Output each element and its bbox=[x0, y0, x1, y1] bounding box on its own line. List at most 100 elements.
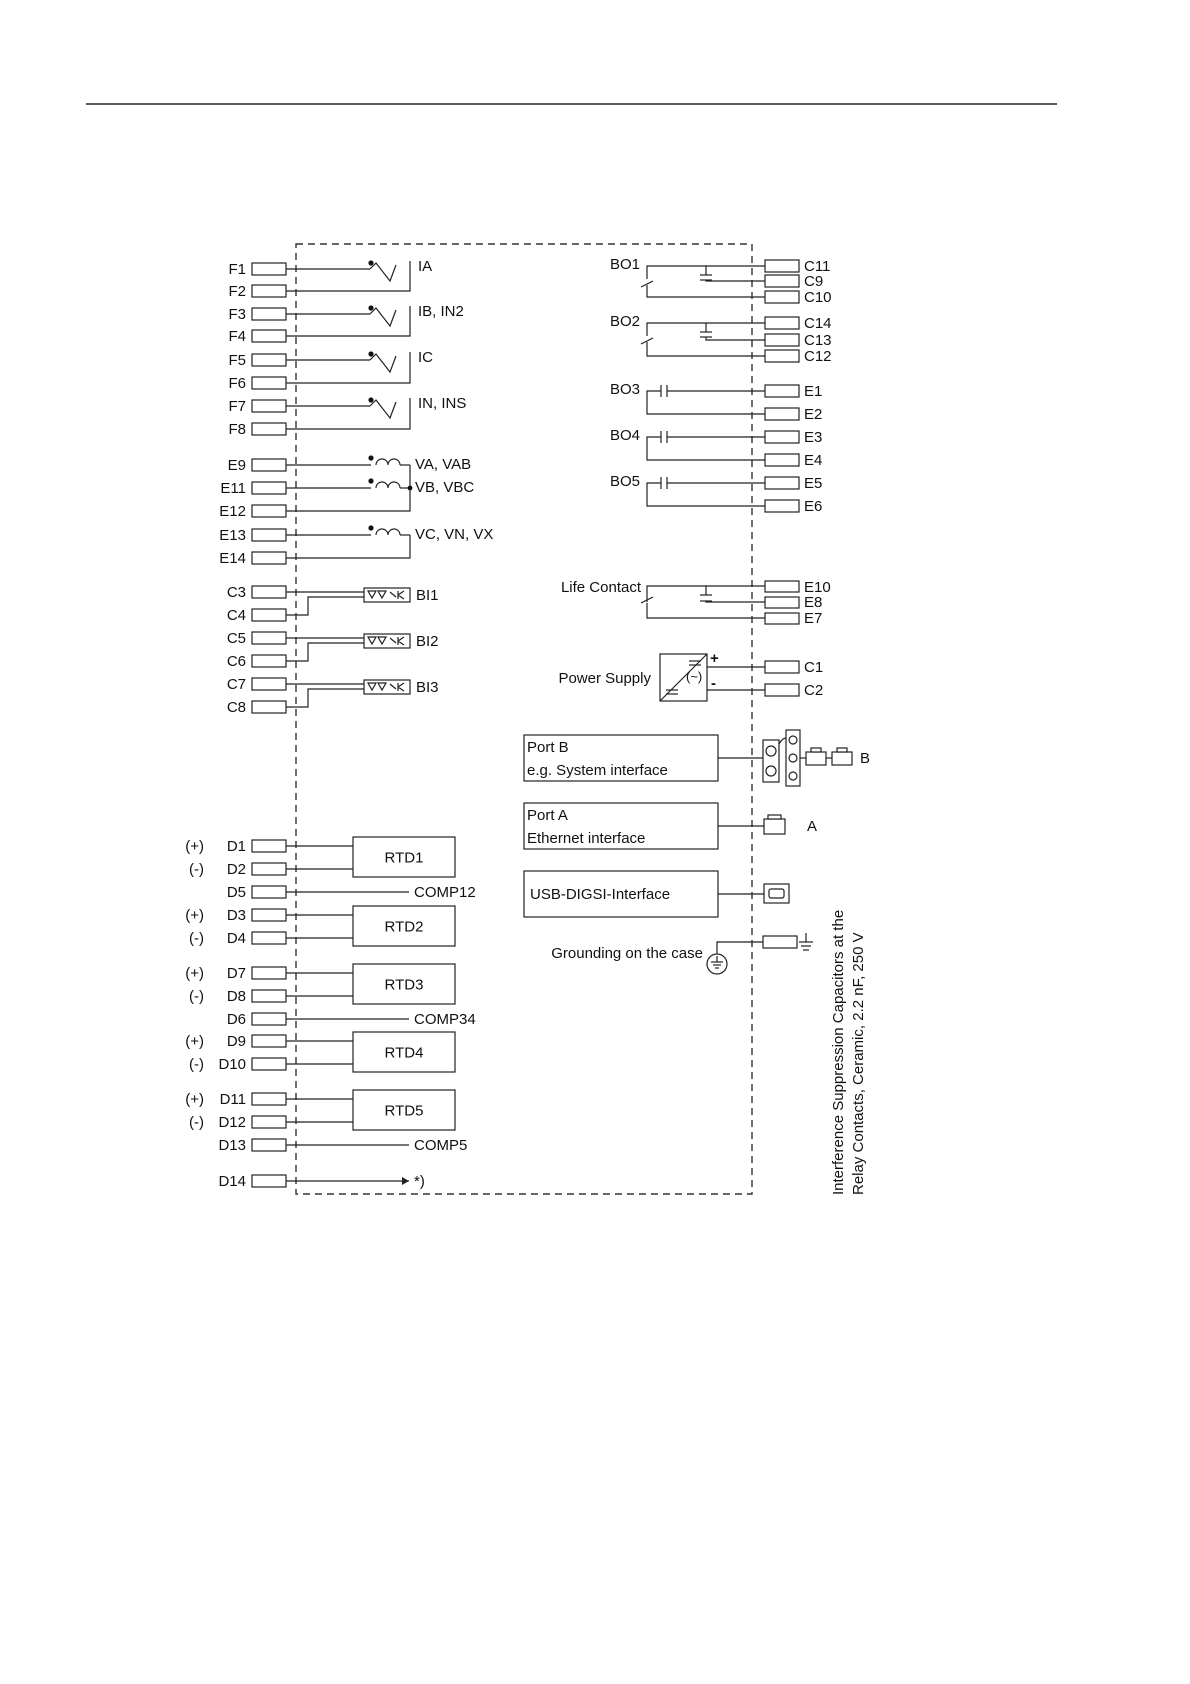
terminal-label-D2: D2 bbox=[227, 861, 246, 878]
port-b-title: Port B bbox=[527, 739, 569, 756]
power-supply-label: Power Supply bbox=[558, 670, 651, 687]
terminal-E14 bbox=[251, 551, 287, 565]
terminal-label-E7: E7 bbox=[804, 610, 822, 627]
terminal-label-D7: D7 bbox=[227, 965, 246, 982]
polarity-dot bbox=[368, 397, 374, 403]
wire bbox=[705, 337, 765, 341]
terminal-E4 bbox=[764, 453, 800, 467]
polarity-dot bbox=[368, 455, 374, 461]
fiber-optic-connector-icon bbox=[762, 729, 853, 787]
port-b: Port B e.g. System interface B bbox=[523, 729, 870, 787]
voltage-transformer-icon bbox=[375, 528, 401, 536]
wire bbox=[286, 596, 364, 616]
side-note: Interference Suppression Capacitors at t… bbox=[830, 910, 867, 1195]
terminal-E1 bbox=[764, 384, 800, 398]
terminal-D2 bbox=[251, 862, 287, 876]
binary-output-bo1: BO1 bbox=[610, 256, 640, 273]
terminal-F2 bbox=[251, 284, 287, 298]
terminal-C10 bbox=[764, 290, 800, 304]
life-contact-label: Life Contact bbox=[561, 579, 642, 596]
rtd-box-rtd5 bbox=[352, 1089, 456, 1131]
wire bbox=[286, 535, 411, 559]
binary-output-bo2: BO2 bbox=[610, 313, 640, 330]
left-terminal-group: F1F2F3F4F5F6F7F8E9E11E12E13E14C3C4C5C6C7… bbox=[185, 261, 287, 1190]
usb-box bbox=[523, 870, 719, 918]
comp-label-comp12: COMP12 bbox=[414, 884, 476, 901]
polarity-dot bbox=[368, 478, 374, 484]
power-supply: Power Supply (~) + - C1 C2 bbox=[558, 650, 823, 702]
terminal-label-E6: E6 bbox=[804, 498, 822, 515]
wire bbox=[286, 306, 411, 337]
terminal-label-D4: D4 bbox=[227, 930, 246, 947]
terminal-label-E8: E8 bbox=[804, 594, 822, 611]
voltage-input-va-vab: VA, VAB bbox=[415, 456, 471, 473]
binary-output-bo5: BO5 bbox=[610, 473, 640, 490]
wire bbox=[646, 390, 765, 415]
wire bbox=[286, 352, 411, 384]
rtd-box-rtd3 bbox=[352, 963, 456, 1005]
ground-symbol-icon bbox=[706, 953, 728, 975]
terminal-D7 bbox=[251, 966, 287, 980]
terminal-label-E5: E5 bbox=[804, 475, 822, 492]
terminal-label-C3: C3 bbox=[227, 584, 246, 601]
terminal-E13 bbox=[251, 528, 287, 542]
terminal-C9 bbox=[764, 274, 800, 288]
usb-interface: USB-DIGSI-Interface bbox=[523, 870, 790, 918]
current-transformer-icon bbox=[369, 262, 397, 283]
terminal-C1 bbox=[764, 660, 800, 674]
rtd-box-rtd4 bbox=[352, 1031, 456, 1073]
terminal-C11 bbox=[764, 259, 800, 273]
wire bbox=[286, 688, 364, 708]
device-housing bbox=[295, 243, 753, 1195]
current-transformer-icon bbox=[369, 353, 397, 374]
terminal-label-F5: F5 bbox=[228, 352, 246, 369]
port-a-subtitle: Ethernet interface bbox=[527, 830, 645, 847]
terminal-label-D3: D3 bbox=[227, 907, 246, 924]
terminal-F7 bbox=[251, 399, 287, 413]
nc-contact-icon bbox=[640, 280, 654, 288]
rtd-box-rtd2 bbox=[352, 905, 456, 947]
rtd-box-rtd1 bbox=[352, 836, 456, 878]
terminal-D14 bbox=[251, 1174, 287, 1188]
comp-label-: *) bbox=[414, 1173, 425, 1190]
comp-label-comp34: COMP34 bbox=[414, 1011, 476, 1028]
terminal-E12 bbox=[251, 504, 287, 518]
wire bbox=[646, 285, 765, 298]
terminal-label-C5: C5 bbox=[227, 630, 246, 647]
port-b-subtitle: e.g. System interface bbox=[527, 762, 668, 779]
terminal-D1 bbox=[251, 839, 287, 853]
polarity-dot bbox=[368, 351, 374, 357]
port-b-box bbox=[523, 734, 719, 782]
terminal-D13 bbox=[251, 1138, 287, 1152]
rtd-label-rtd5: RTD5 bbox=[385, 1103, 424, 1120]
terminal-E6 bbox=[764, 499, 800, 513]
polarity-D9: (+) bbox=[185, 1033, 204, 1050]
terminal-D12 bbox=[251, 1115, 287, 1129]
terminal-C8 bbox=[251, 700, 287, 714]
terminal-label-E11: E11 bbox=[220, 480, 246, 497]
terminal-E11 bbox=[251, 481, 287, 495]
terminal-F6 bbox=[251, 376, 287, 390]
terminal-C7 bbox=[251, 677, 287, 691]
optocoupler-detail bbox=[366, 682, 405, 692]
terminal-label-D1: D1 bbox=[227, 838, 246, 855]
terminal-label-C9: C9 bbox=[804, 273, 823, 290]
optocoupler-detail bbox=[366, 636, 405, 646]
terminal-D3 bbox=[251, 908, 287, 922]
terminal-D11 bbox=[251, 1092, 287, 1106]
terminal-label-F3: F3 bbox=[228, 306, 246, 323]
terminal-label-D14: D14 bbox=[218, 1173, 246, 1190]
wire bbox=[705, 280, 765, 282]
terminal-F8 bbox=[251, 422, 287, 436]
polarity-dot bbox=[368, 260, 374, 266]
wire bbox=[646, 342, 765, 357]
rtd-label-rtd4: RTD4 bbox=[385, 1045, 424, 1062]
terminal-E10 bbox=[764, 580, 800, 593]
ethernet-connector-icon bbox=[763, 814, 786, 835]
rtd-label-rtd1: RTD1 bbox=[385, 850, 424, 867]
polarity-dot bbox=[368, 305, 374, 311]
